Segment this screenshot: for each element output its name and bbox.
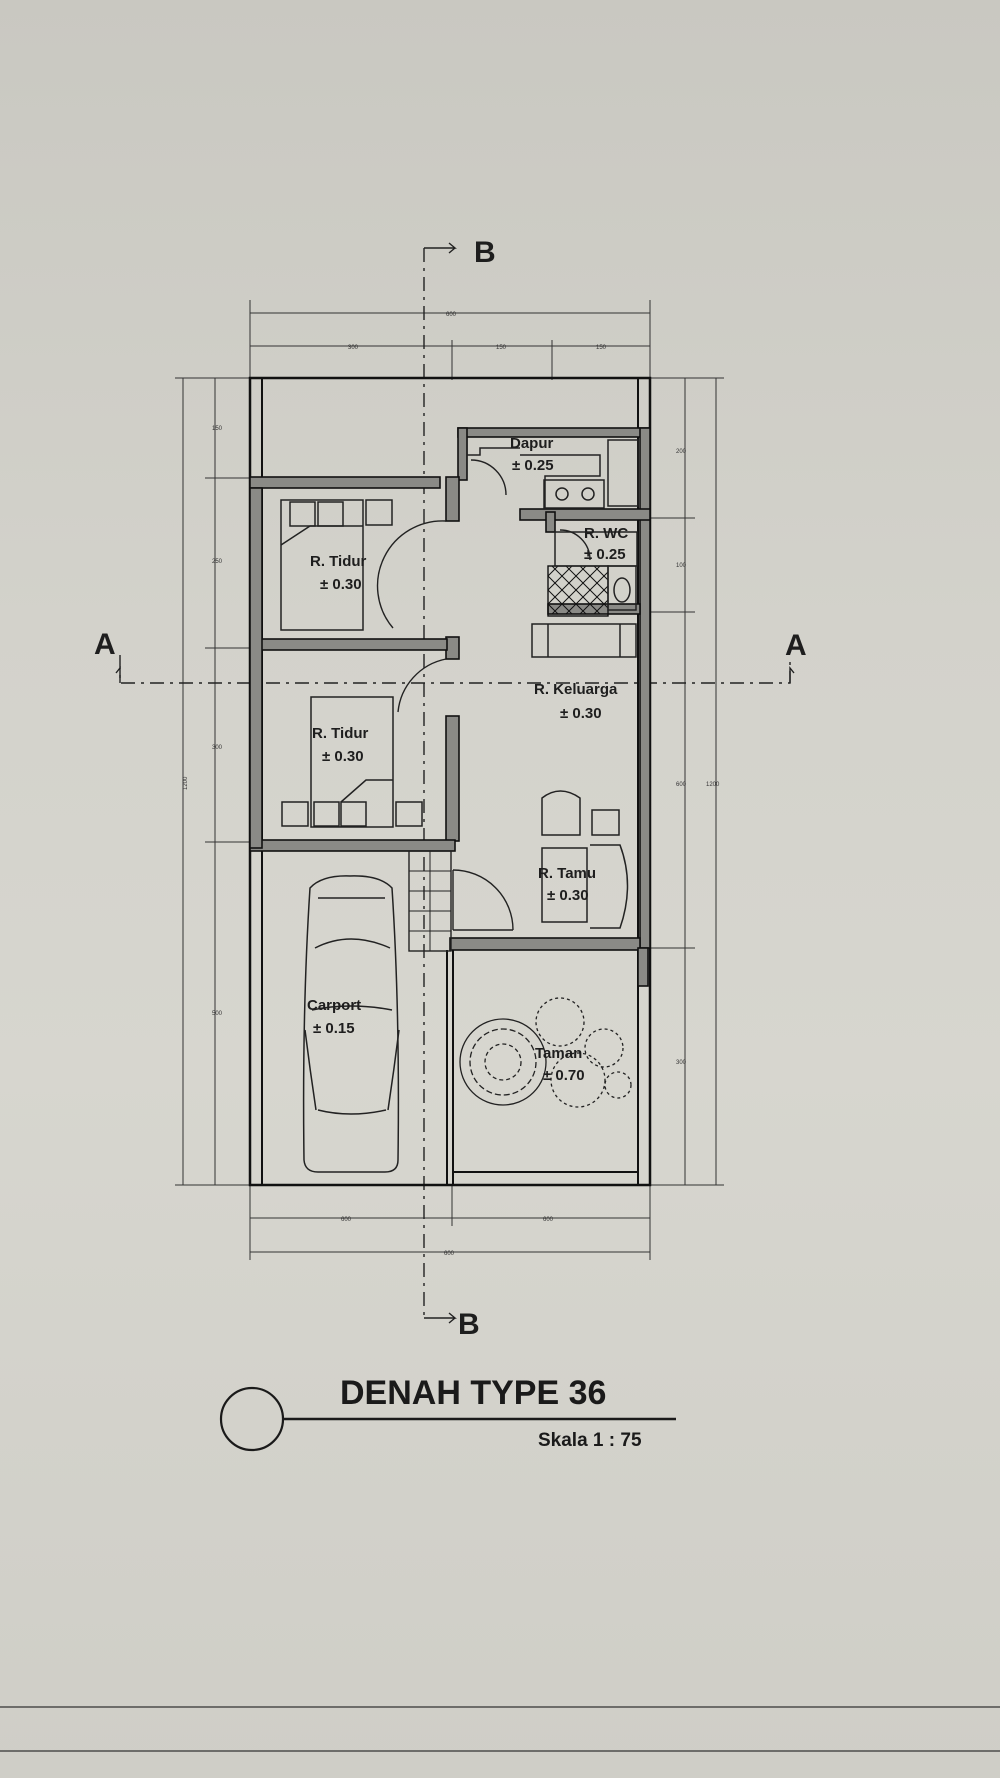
living-room-furniture xyxy=(541,790,629,929)
dim-right-seg-3: 600 xyxy=(676,782,687,788)
room-labels: Dapur ± 0.25 R. WC ± 0.25 R. Tidur ± 0.3… xyxy=(307,435,628,1084)
dim-bottom-total: 600 xyxy=(444,1251,455,1257)
dim-left-total: 1200 xyxy=(183,776,189,790)
dim-right-seg-1: 200 xyxy=(676,449,687,455)
room-name-keluarga: R. Keluarga xyxy=(534,681,618,698)
kitchen-fixtures xyxy=(466,438,639,509)
section-marker-b-top: B xyxy=(474,236,496,269)
car-icon xyxy=(302,875,400,1173)
room-level-tidur-1: ± 0.30 xyxy=(320,576,362,593)
room-level-keluarga: ± 0.30 xyxy=(560,705,602,722)
dimension-labels: 600 300 150 150 150 250 300 500 1200 200… xyxy=(183,312,720,1257)
section-marker-a-right: A xyxy=(785,629,807,662)
section-lines xyxy=(115,242,795,1324)
room-level-tidur-2: ± 0.30 xyxy=(322,748,364,765)
drawing-scale: Skala 1 : 75 xyxy=(538,1430,642,1451)
title-block: DENAH TYPE 36 Skala 1 : 75 xyxy=(219,1374,676,1452)
dim-top-seg-1: 300 xyxy=(348,345,359,351)
section-marker-b-bottom: B xyxy=(458,1308,480,1341)
dim-left-seg-4: 500 xyxy=(212,1011,223,1017)
room-name-tidur-2: R. Tidur xyxy=(312,725,369,742)
dim-right-seg-2: 100 xyxy=(676,563,687,569)
bedroom-2-furniture xyxy=(281,696,423,828)
room-name-tamu: R. Tamu xyxy=(538,865,596,882)
dim-right-seg-4: 300 xyxy=(676,1060,687,1066)
dim-left-seg-3: 300 xyxy=(212,745,223,751)
room-name-taman: Taman xyxy=(535,1045,582,1062)
doors xyxy=(376,459,591,931)
room-level-dapur: ± 0.25 xyxy=(512,457,554,474)
room-level-wc: ± 0.25 xyxy=(584,546,626,563)
room-level-taman: ± 0.70 xyxy=(543,1067,585,1084)
paper-border-lines xyxy=(0,1706,1000,1752)
dim-bottom-seg-2: 600 xyxy=(543,1217,554,1223)
room-name-dapur: Dapur xyxy=(510,435,554,452)
bedroom-1-furniture xyxy=(280,499,393,631)
wc-fixtures xyxy=(547,531,638,617)
drawing-title: DENAH TYPE 36 xyxy=(340,1374,606,1412)
dimension-lines xyxy=(175,300,724,1260)
section-marker-a-left: A xyxy=(94,628,116,661)
dim-bottom-seg-1: 600 xyxy=(341,1217,352,1223)
entrance-steps xyxy=(408,850,452,952)
walls xyxy=(249,427,651,987)
garden-trees xyxy=(459,997,632,1108)
dim-right-total: 1200 xyxy=(706,782,720,788)
room-name-carport: Carport xyxy=(307,997,361,1014)
dim-left-seg-2: 250 xyxy=(212,559,223,565)
room-level-tamu: ± 0.30 xyxy=(547,887,589,904)
room-level-carport: ± 0.15 xyxy=(313,1020,355,1037)
room-name-wc: R. WC xyxy=(584,525,628,542)
dim-top-seg-2: 150 xyxy=(496,345,507,351)
dim-top-total: 600 xyxy=(446,312,457,318)
room-name-tidur-1: R. Tidur xyxy=(310,553,367,570)
dim-left-seg-1: 150 xyxy=(212,426,223,432)
family-room-furniture xyxy=(531,623,637,658)
dim-top-seg-3: 150 xyxy=(596,345,607,351)
